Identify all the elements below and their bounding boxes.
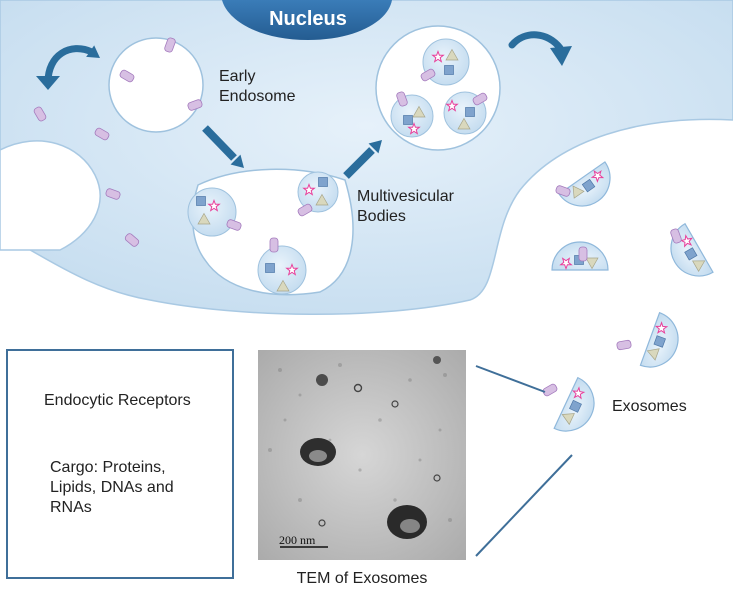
early-endosome-label-line2: Endosome	[219, 88, 296, 105]
intraluminal-bud	[257, 245, 307, 295]
exosome	[639, 311, 679, 368]
exosome	[553, 376, 595, 432]
recycling-arrow	[36, 45, 105, 90]
exosome	[558, 161, 611, 207]
legend-receptors-label: Endocytic Receptors	[44, 392, 191, 409]
zoom-line	[475, 365, 546, 393]
exosomes-label: Exosomes	[612, 398, 687, 415]
early-endosome-label-line1: Early	[219, 68, 256, 85]
nucleus	[222, 0, 392, 40]
nucleus-label: Nucleus	[269, 8, 347, 30]
exosome	[670, 222, 714, 277]
zoom-line	[475, 454, 573, 557]
tem-caption: TEM of Exosomes	[296, 570, 428, 587]
intraluminal-bud	[187, 187, 237, 237]
mvb-label-line1: Multivesicular	[357, 188, 454, 205]
legend-box	[6, 349, 234, 579]
scale-bar-label: 200 nm	[279, 533, 316, 547]
intraluminal-bud	[297, 171, 339, 213]
release-arrow	[508, 31, 572, 66]
legend-cargo-line2: Lipids, DNAs and	[50, 479, 174, 496]
early-endosome	[108, 37, 204, 133]
legend-cargo-line3: RNAs	[50, 499, 92, 516]
mvb-label-line2: Bodies	[357, 208, 406, 225]
mvb-arrow	[343, 135, 387, 179]
tem-micrograph	[258, 350, 466, 560]
maturation-arrow	[202, 125, 249, 173]
membrane-invagination	[0, 140, 101, 251]
legend-cargo-line1: Cargo: Proteins,	[50, 459, 166, 476]
